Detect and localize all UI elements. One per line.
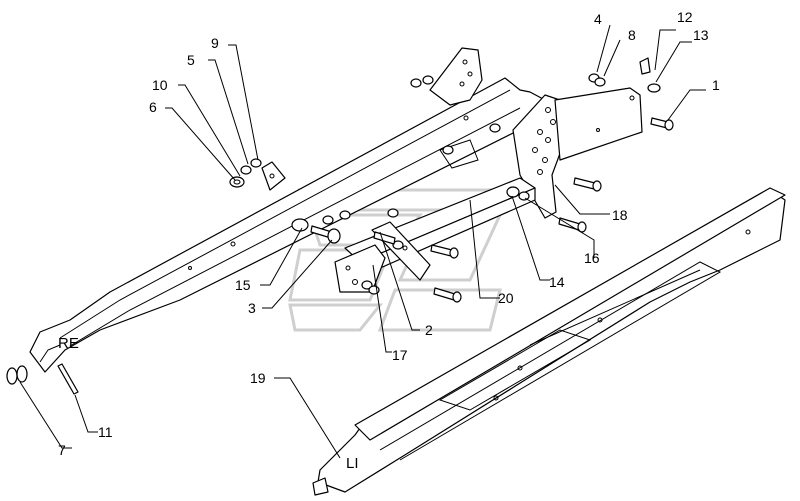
part-number-10: 10 [152, 77, 168, 93]
leader-lines [19, 24, 706, 459]
part-number-6: 6 [149, 99, 157, 115]
part-number-13: 13 [693, 27, 709, 43]
fasteners [6, 57, 661, 385]
left-frame-rail [312, 187, 786, 496]
part-number-4: 4 [594, 11, 602, 27]
part-number-3: 3 [248, 300, 256, 316]
part-number-labels: 1 2 3 4 5 6 7 8 9 10 11 12 13 14 15 16 1… [58, 9, 720, 458]
bolts [57, 117, 674, 395]
part-number-15: 15 [235, 277, 251, 293]
part-number-12: 12 [677, 9, 693, 25]
part-number-2: 2 [425, 322, 433, 338]
part-number-20: 20 [498, 290, 514, 306]
upper-front-bracket [429, 47, 483, 106]
rear-mounting-bracket [512, 87, 643, 219]
part-number-7: 7 [58, 442, 66, 458]
part-number-11: 11 [98, 424, 113, 440]
left-bracket [261, 161, 286, 191]
part-number-9: 9 [211, 35, 219, 51]
part-number-17: 17 [392, 347, 408, 363]
part-number-19: 19 [250, 370, 266, 386]
part-number-8: 8 [628, 27, 636, 43]
part-number-18: 18 [612, 207, 628, 223]
left-side-marker: LI [346, 455, 359, 472]
part-number-16: 16 [584, 250, 600, 266]
part-number-14: 14 [549, 274, 565, 290]
part-number-5: 5 [187, 52, 195, 68]
right-side-marker: RE [58, 335, 79, 352]
part-number-1: 1 [712, 77, 720, 93]
